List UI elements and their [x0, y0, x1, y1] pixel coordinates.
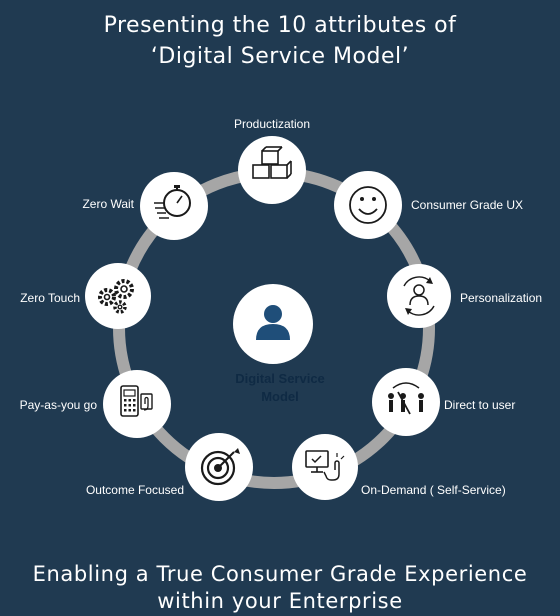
label-personalization: Personalization — [460, 291, 542, 305]
boxes-icon — [252, 146, 292, 179]
gears-icon — [98, 279, 134, 314]
label-on-demand: On-Demand ( Self-Service) — [361, 483, 506, 497]
label-zero-touch: Zero Touch — [20, 291, 80, 305]
direct-user-icon — [388, 382, 424, 415]
label-direct-to-user: Direct to user — [444, 398, 515, 412]
node-pay-as-you-go: Pay-as-you go — [20, 370, 171, 438]
center-node: Digital Service Model — [233, 284, 325, 404]
footer-line-1: Enabling a True Consumer Grade Experienc… — [32, 562, 528, 586]
node-direct-to-user: Direct to user — [372, 368, 515, 436]
label-consumer-grade-ux: Consumer Grade UX — [411, 198, 523, 212]
stopwatch-icon — [154, 185, 191, 219]
node-on-demand: On-Demand ( Self-Service) — [292, 434, 506, 500]
card-terminal-icon — [120, 385, 153, 417]
node-outcome-focused: Outcome Focused — [86, 433, 253, 501]
node-zero-wait: Zero Wait — [82, 172, 208, 240]
node-consumer-grade-ux: Consumer Grade UX — [334, 171, 523, 239]
person-cycle-icon — [403, 276, 435, 316]
node-zero-touch: Zero Touch — [20, 263, 151, 329]
node-personalization: Personalization — [387, 264, 542, 328]
smiley-icon — [349, 186, 387, 224]
label-outcome-focused: Outcome Focused — [86, 483, 184, 497]
label-zero-wait: Zero Wait — [82, 197, 134, 211]
title-line-1: Presenting the 10 attributes of — [103, 13, 457, 38]
target-icon — [200, 448, 240, 486]
label-productization: Productization — [234, 117, 310, 131]
touch-screen-icon — [305, 450, 345, 481]
footer-line-2: within your Enterprise — [157, 589, 403, 613]
title-line-2: ‘Digital Service Model’ — [150, 44, 410, 69]
center-label-line-1: Digital Service — [235, 371, 325, 386]
label-pay-as-you-go: Pay-as-you go — [20, 398, 98, 412]
center-label-line-2: Model — [261, 389, 299, 404]
user-icon — [256, 305, 290, 340]
node-productization: Productization — [234, 117, 310, 204]
